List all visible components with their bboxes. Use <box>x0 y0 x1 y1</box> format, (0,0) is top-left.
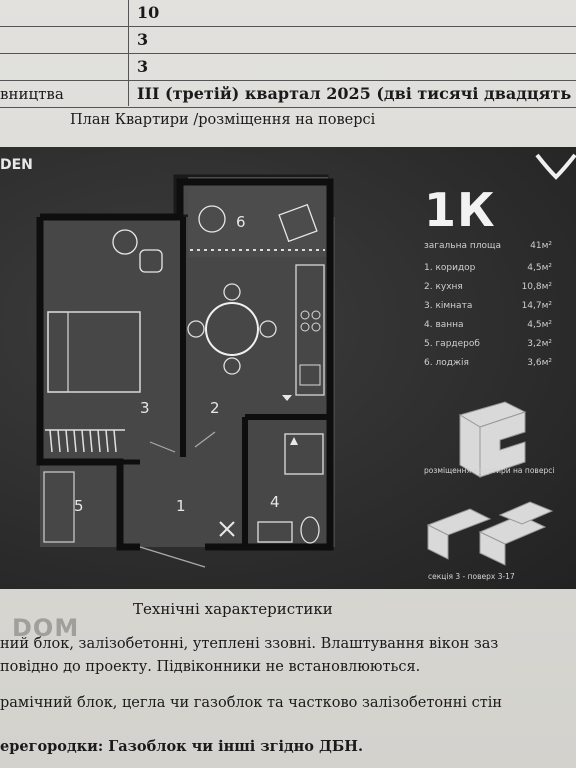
body-text-line: ний блок, залізобетонні, утеплені ззовні… <box>0 636 499 652</box>
closet-hangers <box>45 429 125 453</box>
table-row: 3 <box>0 27 576 54</box>
room-label-1: 1 <box>176 497 186 515</box>
spec-value: 3,2м² <box>527 339 552 349</box>
spec-name: 4. ванна <box>424 320 464 330</box>
placement-label: розміщення квартири на поверсі <box>424 466 555 475</box>
shower <box>284 433 324 475</box>
plant-icon <box>112 229 138 255</box>
table-value: III (третій) квартал 2025 (дві тисячі дв… <box>137 84 572 103</box>
room-label-5: 5 <box>74 497 84 515</box>
brand-logo-icon <box>535 153 576 180</box>
lounge-chair <box>278 203 318 243</box>
body-text-line: повідно до проекту. Підвіконники не вста… <box>0 659 421 675</box>
table-value: 3 <box>137 57 149 76</box>
chair <box>187 320 205 338</box>
shower-arrow-icon <box>290 437 298 445</box>
floor-plan-drawing <box>36 153 576 568</box>
armchair <box>139 249 163 273</box>
tech-caption: Технічні характеристики <box>133 600 333 618</box>
plant-icon <box>198 205 226 233</box>
room-label-4: 4 <box>270 493 280 511</box>
stove-burner <box>300 310 310 320</box>
spec-value: 10,8м² <box>521 282 552 292</box>
body-text-line: ерегородки: Газоблок чи інші згідно ДБН. <box>0 738 363 755</box>
room-label-6: 6 <box>236 213 246 231</box>
table-label: вництва <box>0 85 64 103</box>
table-row: 10 <box>0 0 576 27</box>
chair <box>223 283 241 301</box>
entry-arrow-icon <box>282 395 292 401</box>
spec-name: 2. кухня <box>424 282 463 292</box>
table-row: вництва III (третій) квартал 2025 (дві т… <box>0 81 576 108</box>
spec-name: 6. лоджія <box>424 358 469 368</box>
plan-caption: План Квартири /розміщення на поверсі <box>70 112 376 128</box>
table-value: 3 <box>137 30 149 49</box>
body-text-bold: ерегородки: Газоблок чи інші згідно ДБН. <box>0 738 364 755</box>
apartment-floor <box>40 217 335 547</box>
floor-plan-panel: DEN 1К загальна площа 41м² 1. коридор 4,5м… <box>0 147 576 589</box>
brand-text: DEN <box>0 157 33 173</box>
spec-value: 3,6м² <box>527 358 552 368</box>
stove-burner <box>311 310 321 320</box>
room-label-3: 3 <box>140 399 150 417</box>
section-diagram <box>426 501 554 566</box>
chair <box>223 357 241 375</box>
washbasin <box>257 521 293 543</box>
body-text-line: рамічний блок, цегла чи газоблок та част… <box>0 695 503 711</box>
table-value: 10 <box>137 3 160 22</box>
spec-value: 41м² <box>530 241 552 251</box>
dining-table <box>205 302 259 356</box>
watermark-logo: DOM <box>12 614 80 642</box>
toilet <box>300 516 320 544</box>
kitchen-top <box>188 177 328 257</box>
apartment-type: 1К <box>424 183 496 237</box>
section-label: секція 3 - поверх 3-17 <box>428 572 515 581</box>
kitchen-counter <box>295 264 325 396</box>
entrance-door <box>139 546 206 568</box>
wardrobe-shelves <box>43 471 75 543</box>
sink <box>299 364 321 386</box>
wall-bathroom <box>242 414 330 547</box>
table-row: 3 <box>0 54 576 81</box>
stove-burner <box>311 322 321 332</box>
spec-value: 4,5м² <box>527 320 552 330</box>
floor-placement-diagram <box>458 401 527 478</box>
chair <box>259 320 277 338</box>
spec-name: загальна площа <box>424 241 501 251</box>
stove-burner <box>300 322 310 332</box>
door-swing <box>149 431 216 453</box>
spec-name: 3. кімната <box>424 301 473 311</box>
washing-machine-icon <box>219 521 235 537</box>
spec-value: 4,5м² <box>527 263 552 273</box>
spec-value: 14,7м² <box>521 301 552 311</box>
spec-name: 1. коридор <box>424 263 476 273</box>
bed-pillows <box>47 311 69 393</box>
spec-name: 5. гардероб <box>424 339 480 349</box>
room-label-2: 2 <box>210 399 220 417</box>
